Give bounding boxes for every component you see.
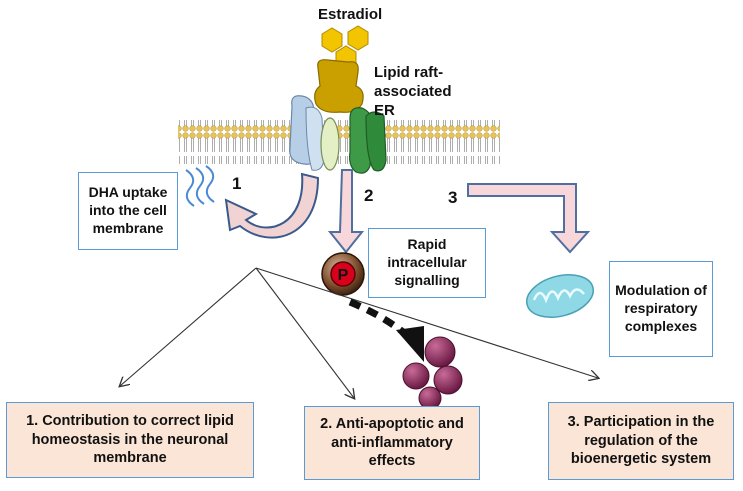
pathway-3-number: 3 [448, 188, 458, 207]
signalling-dashed-arrow [348, 298, 424, 362]
pathway-1-arrow [224, 172, 320, 239]
outcome-bioenergetic: 3. Participation in the regulation of th… [548, 402, 734, 480]
respiratory-complexes-box: Modulation of respiratory complexes [609, 261, 713, 357]
estradiol-molecule-icon [321, 25, 369, 71]
mitochondrion-icon [526, 274, 594, 318]
effector-proteins-icon [402, 336, 463, 410]
outcome-arrows [120, 267, 598, 398]
phospho-label: P [338, 267, 349, 284]
outcome-anti-apoptotic: 2. Anti-apoptotic and anti-inflammatory … [304, 406, 480, 480]
outcome-lipid-homeostasis: 1. Contribution to correct lipid homeost… [6, 402, 254, 478]
pathway-1-number: 1 [232, 174, 242, 193]
dha-molecules-icon [185, 165, 215, 207]
pathway-3-arrow [467, 183, 591, 254]
pathway-2-number: 2 [364, 186, 374, 205]
phosphorylated-protein-icon: P [321, 252, 365, 296]
estrogen-receptor-icon [289, 59, 387, 174]
rapid-signalling-box: Rapid intracellular signalling [368, 228, 486, 298]
dha-uptake-box: DHA uptake into the cell membrane [78, 172, 178, 250]
pathway-2-arrow [327, 169, 365, 254]
lipid-raft-er-label: Lipid raft-associated ER [374, 64, 452, 119]
estradiol-label: Estradiol [318, 6, 383, 23]
